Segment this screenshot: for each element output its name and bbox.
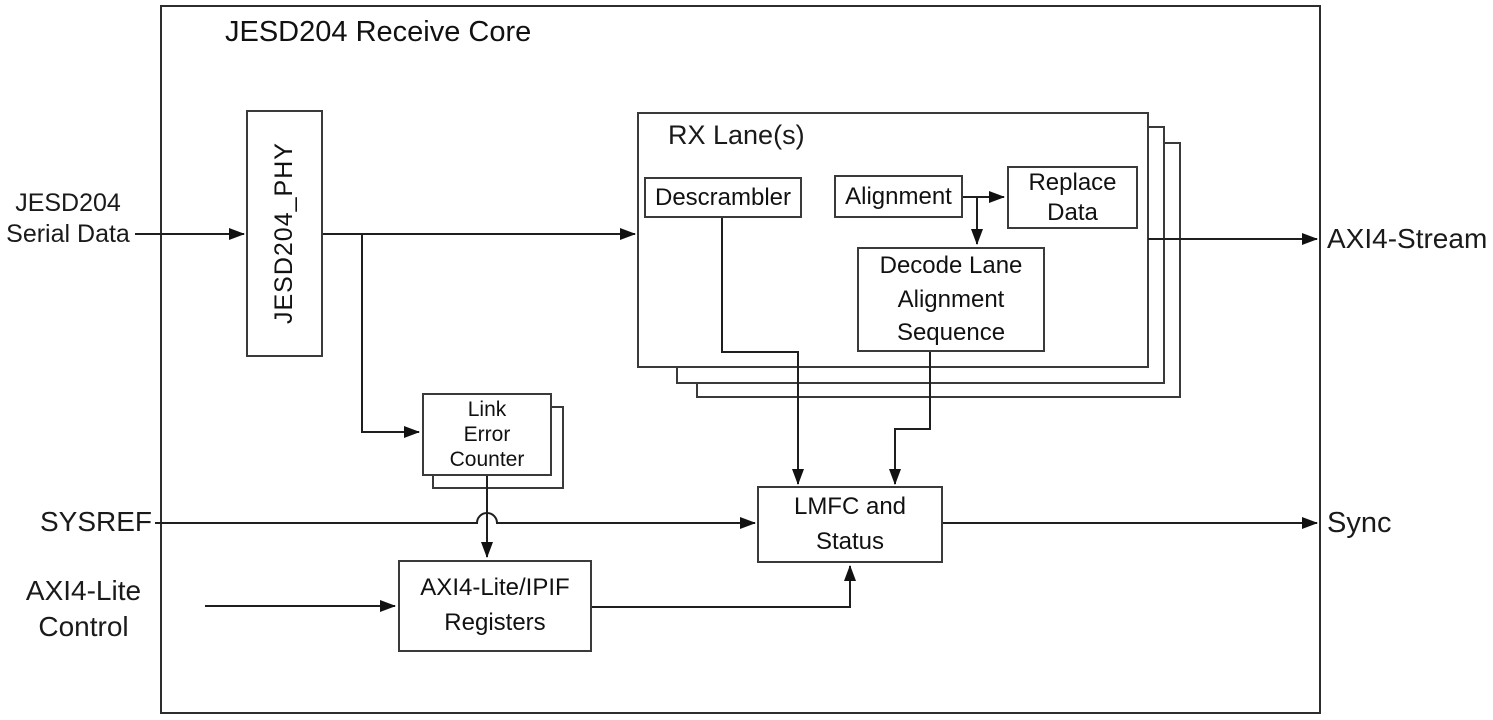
- wire-sysref-to-lmfc: [155, 512, 756, 529]
- wire-descrambler-to-lmfc: [721, 218, 804, 485]
- link-error-counter-block: Link Error Counter: [422, 393, 552, 476]
- rx-lane-group-label: RX Lane(s): [668, 120, 805, 150]
- wire-registers-to-lmfc: [592, 565, 856, 608]
- wire-decode-to-lmfc: [889, 352, 931, 485]
- decode-lane-alignment-block: Decode Lane Alignment Sequence: [857, 247, 1045, 352]
- alignment-block: Alignment: [834, 175, 963, 218]
- sysref-input-label: SYSREF: [39, 506, 153, 537]
- sync-output-label: Sync: [1327, 507, 1392, 539]
- descrambler-block: Descrambler: [644, 177, 802, 218]
- phy-block: JESD204_PHY: [246, 110, 323, 357]
- axi4-stream-output-label: AXI4-Stream: [1327, 223, 1488, 254]
- ipif-registers-block: AXI4-Lite/IPIF Registers: [398, 560, 592, 652]
- lmfc-status-block: LMFC and Status: [757, 486, 943, 563]
- replace-data-block: Replace Data: [1007, 166, 1138, 229]
- axi4-lite-control-input-label: AXI4-Lite Control: [25, 575, 142, 642]
- receive-core-boundary: [160, 5, 1321, 714]
- diagram-title: JESD204 Receive Core: [225, 16, 532, 48]
- serial-data-input-label: JESD204 Serial Data: [6, 189, 130, 248]
- wire-phy-to-link-error-counter: [361, 234, 420, 438]
